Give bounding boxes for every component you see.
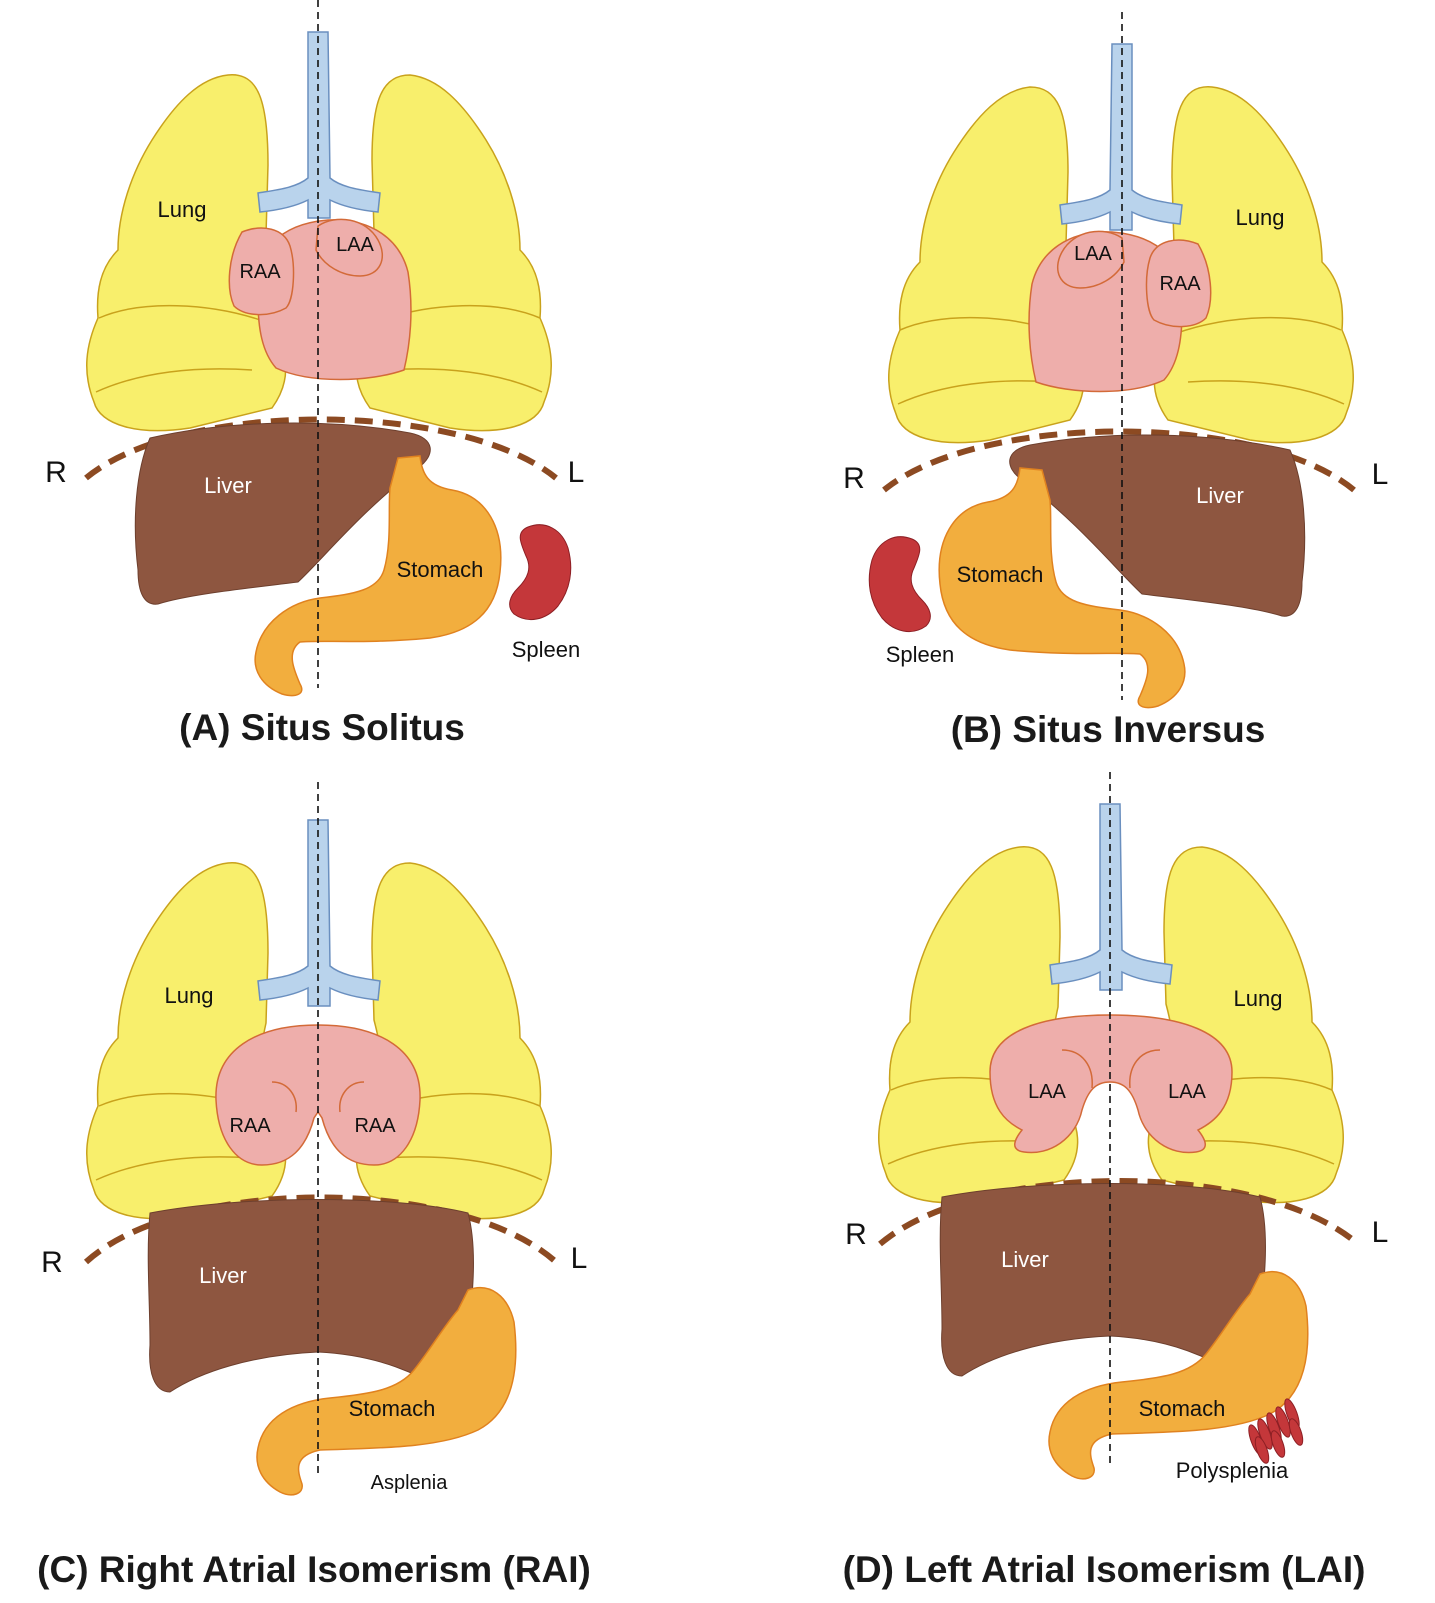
stomach-label: Stomach [1139, 1396, 1226, 1421]
left-side-label: L [1372, 458, 1389, 491]
right-side-label: R [845, 1218, 867, 1251]
stomach-label: Stomach [957, 562, 1044, 587]
right-side-label: R [45, 456, 67, 489]
panel-title: (A) Situs Solitus [179, 707, 465, 748]
liver-label: Liver [1001, 1247, 1049, 1272]
spleen-nodule [1288, 1418, 1304, 1446]
lung-label: Lung [1236, 205, 1285, 230]
heart-bilateral-laa [989, 1014, 1233, 1154]
panel-title: (D) Left Atrial Isomerism (LAI) [843, 1549, 1366, 1590]
right-side-label: R [41, 1246, 63, 1279]
spleen-nodule [1254, 1436, 1270, 1464]
spleen-nodule [1257, 1418, 1273, 1450]
raa-left-label: RAA [229, 1115, 271, 1137]
trachea-bronchi [1049, 803, 1173, 991]
spleen [509, 524, 572, 621]
raa-left-outline [271, 1081, 297, 1113]
polysplenia-cluster [1248, 1398, 1304, 1464]
lung-label: Lung [158, 197, 207, 222]
laa-right-outline [1129, 1049, 1161, 1089]
panel-right-atrial-isomerism: Lung RAA RAA Liver Stomach Asplenia R L … [37, 782, 591, 1590]
raa-right-outline [339, 1081, 365, 1113]
raa-label: RAA [1159, 273, 1201, 295]
diaphragm [84, 416, 558, 481]
lung-label: Lung [1234, 986, 1283, 1011]
thorax-organs [86, 819, 552, 1220]
spleen-label: Spleen [512, 637, 581, 662]
trachea-bronchi [1059, 43, 1183, 231]
liver-label: Liver [1196, 483, 1244, 508]
right-side-label: R [843, 462, 865, 495]
laa-left-outline [1061, 1049, 1093, 1089]
diaphragm [882, 428, 1356, 493]
left-atrial-appendage [315, 218, 383, 277]
spleen-nodule [1275, 1406, 1291, 1438]
laa-right-label: LAA [1168, 1081, 1206, 1103]
right-atrial-appendage [228, 227, 295, 316]
raa-right-label: RAA [354, 1115, 396, 1137]
panel-title: (B) Situs Inversus [951, 709, 1266, 750]
raa-label: RAA [239, 261, 281, 283]
liver-label: Liver [199, 1263, 247, 1288]
spleen-label: Spleen [886, 642, 955, 667]
left-atrial-appendage [1057, 230, 1125, 289]
laa-left-label: LAA [1028, 1081, 1066, 1103]
left-side-label: L [568, 456, 585, 489]
laa-label: LAA [1074, 243, 1112, 265]
liver-label: Liver [204, 473, 252, 498]
diaphragm [83, 1194, 558, 1265]
spleen [868, 536, 931, 633]
spleen-nodule [1270, 1430, 1286, 1458]
diaphragm [878, 1178, 1360, 1247]
mirrored-organs [868, 12, 1356, 709]
stomach-label: Stomach [397, 557, 484, 582]
trachea-bronchi [257, 31, 381, 219]
right-atrial-appendage [1145, 239, 1212, 328]
left-side-label: L [1372, 1216, 1389, 1249]
left-side-label: L [571, 1242, 588, 1275]
panel-situs-inversus: Lung RAA LAA Liver Stomach Spleen R L (B… [843, 12, 1388, 750]
trachea-bronchi [257, 819, 381, 1007]
panel-situs-solitus: Lung RAA LAA Liver Stomach Spleen R L (A… [45, 0, 584, 748]
asplenia-label: Asplenia [371, 1472, 449, 1494]
lung-label: Lung [165, 983, 214, 1008]
stomach-label: Stomach [349, 1396, 436, 1421]
laa-label: LAA [336, 234, 374, 256]
panel-title: (C) Right Atrial Isomerism (RAI) [37, 1549, 591, 1590]
polysplenia-label: Polysplenia [1176, 1458, 1289, 1483]
panel-left-atrial-isomerism: Lung LAA LAA Liver Stomach Polysplenia R… [843, 772, 1389, 1590]
